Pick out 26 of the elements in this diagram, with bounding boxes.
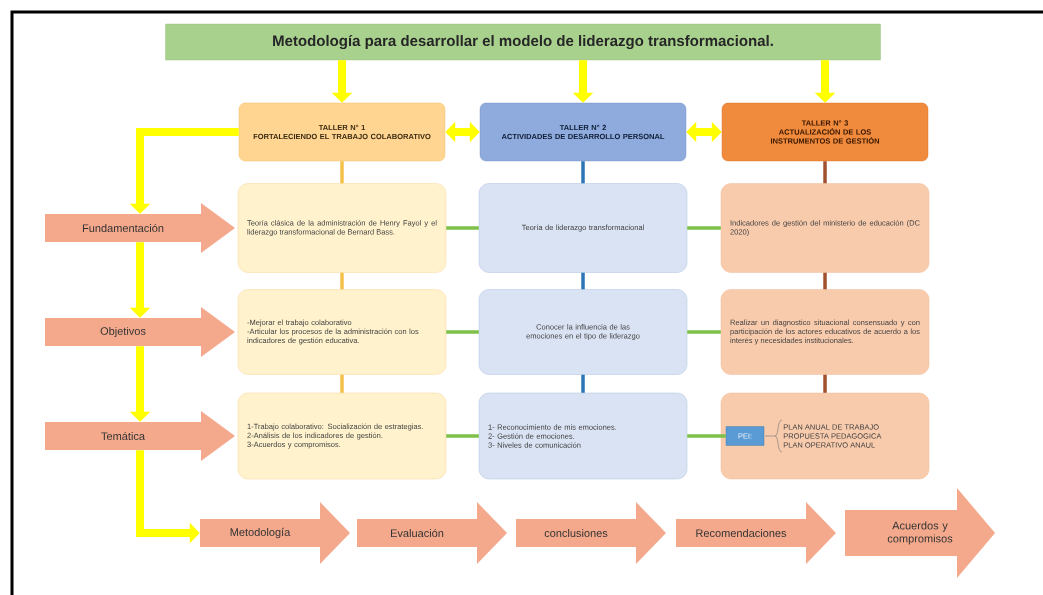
process-step: Recomendaciones — [676, 502, 836, 564]
connector-line — [340, 374, 344, 393]
connector-line — [687, 434, 726, 438]
connector-line — [823, 161, 827, 184]
row-heading: Objetivos — [45, 307, 235, 357]
process-step: Evaluación — [357, 502, 507, 564]
connector-line — [823, 374, 827, 393]
connector-line — [340, 161, 344, 184]
process-step: conclusiones — [516, 502, 666, 564]
row-heading: Temática — [45, 411, 235, 461]
arrow — [445, 121, 480, 143]
connector-line — [340, 272, 344, 290]
row-heading: Fundamentación — [45, 203, 235, 253]
arrow — [686, 121, 722, 143]
connector-line — [687, 330, 721, 334]
connector-line — [446, 434, 479, 438]
connector-line — [823, 272, 827, 290]
connector-line — [446, 330, 479, 334]
process-step: Acuerdos y compromisos — [845, 488, 995, 578]
process-step: Metodología — [200, 502, 350, 564]
connector-line — [687, 226, 721, 230]
connector-line — [581, 272, 585, 290]
connector-line — [446, 226, 479, 230]
connector-line — [581, 374, 585, 393]
title-box: Metodología para desarrollar el modelo de liderazgo transformacional. — [165, 23, 881, 61]
connector-line — [581, 161, 585, 184]
